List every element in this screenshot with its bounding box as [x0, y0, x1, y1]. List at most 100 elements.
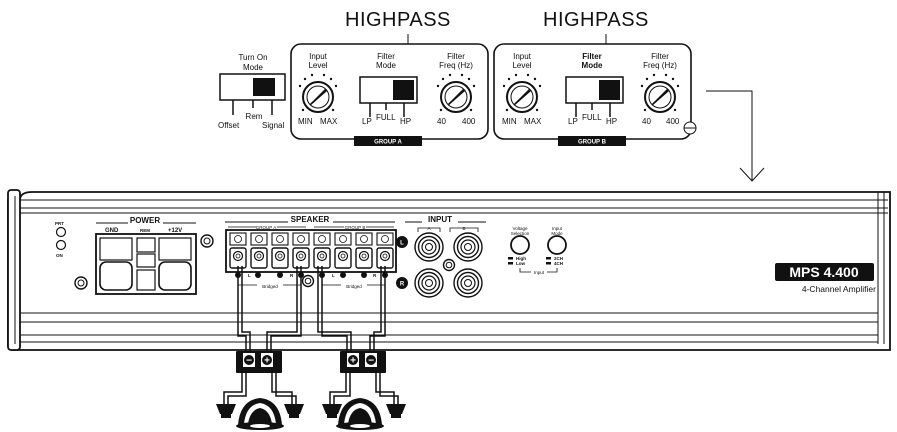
- 4ch-label: 4CH: [554, 261, 563, 266]
- group-b-filter-freq-knob[interactable]: [640, 73, 680, 113]
- switch-knob: [253, 78, 275, 96]
- speaker-r-label: R: [290, 273, 294, 278]
- gnd-screw[interactable]: [99, 261, 133, 291]
- group-a-input-level-label-2: Level: [308, 61, 327, 70]
- model-subtitle: 4-Channel Amplifier: [802, 284, 876, 294]
- gnd-terminal[interactable]: [99, 237, 133, 261]
- group-b-filter-mode-switch[interactable]: [565, 76, 624, 117]
- group-a-hp-label: HP: [400, 117, 411, 126]
- voltage-input-mode-panel: Voltage Selection High Low Input Mode 2C…: [508, 226, 567, 275]
- group-a-max-label: MAX: [320, 117, 338, 126]
- speaker-cone-icon: [236, 398, 284, 430]
- speaker-group-b-label: GROUP B: [345, 225, 366, 230]
- chevron-down-icon: [739, 167, 765, 182]
- high-label: High: [516, 256, 526, 261]
- speaker-wiring: [237, 266, 386, 352]
- power-terminal-block: POWER GND REM +12V: [95, 216, 197, 295]
- rem-terminal[interactable]: [136, 237, 156, 253]
- power-rem-label: REM: [140, 228, 150, 233]
- input-l-badge: [396, 236, 408, 248]
- speaker-terminal-block: SPEAKER GROUP A GROUP B: [225, 215, 397, 289]
- group-a-40-label: 40: [437, 117, 446, 126]
- bridged-a-label: Bridged: [262, 284, 278, 289]
- voltage-selection-label: Voltage: [512, 226, 528, 231]
- status-leds: PRT ON: [55, 221, 67, 258]
- speaker-a-minus-label: −: [246, 356, 252, 367]
- rem-label: Rem: [246, 112, 263, 121]
- speaker-group-a-label: GROUP A: [256, 225, 276, 230]
- prt-led-icon: [55, 226, 67, 238]
- voltage-selection-label-2: Selection: [511, 231, 530, 236]
- group-a-filter-freq-label: Filter: [447, 52, 465, 61]
- on-label: ON: [56, 253, 63, 258]
- input-b-label: B: [462, 226, 465, 231]
- leader-arrow: [706, 90, 765, 182]
- group-a-min-label: MIN: [298, 117, 313, 126]
- plus12v-terminal[interactable]: [158, 237, 192, 261]
- mount-screw-left: [74, 276, 88, 290]
- 2ch-icon: [546, 257, 551, 260]
- mount-screw-input: [442, 258, 456, 272]
- speaker-b-minus-icon: [366, 355, 376, 365]
- 2ch-label: 2CH: [554, 256, 563, 261]
- voltage-selection-button[interactable]: [510, 235, 530, 255]
- group-a-filter-mode-label-2: Mode: [376, 61, 397, 70]
- group-a-tab: [354, 136, 422, 146]
- speaker-l-label: L: [248, 273, 251, 278]
- mount-screw-power: [200, 234, 214, 248]
- group-b-input-level-label-2: Level: [512, 61, 531, 70]
- gnd-label: GND: [105, 228, 119, 234]
- group-a-input-level-knob[interactable]: [298, 73, 338, 113]
- group-b-input-level-label: Input: [513, 52, 532, 61]
- on-led-icon: [55, 239, 67, 251]
- mount-screw-speaker: [301, 274, 315, 288]
- rca-b-right-jack[interactable]: [453, 268, 483, 298]
- 4ch-icon: [546, 262, 551, 265]
- power-label: POWER: [130, 216, 160, 225]
- group-a-title: GROUP A: [374, 140, 402, 146]
- speaker-r-label-b: R: [373, 273, 377, 278]
- rca-a-right-jack[interactable]: [414, 268, 444, 298]
- speaker-cone-icon: [336, 398, 384, 430]
- speaker-a: − +: [216, 351, 304, 430]
- input-l-label: L: [400, 241, 404, 247]
- plus12v-label: +12V: [168, 228, 182, 234]
- group-b-tab: [558, 136, 626, 146]
- model-badge: MPS 4.400 4-Channel Amplifier: [775, 263, 876, 294]
- low-icon: [508, 262, 513, 265]
- group-b-filter-freq-label-2: Freq (Hz): [643, 61, 677, 70]
- prt-label: PRT: [55, 221, 64, 226]
- input-r-label: R: [400, 282, 405, 288]
- turn-on-mode-switch[interactable]: Turn On Mode Rem Offset Signal: [218, 53, 286, 130]
- low-label: Low: [516, 261, 525, 266]
- group-a-panel: Input Level MIN MAX Filter Mode LP FULL …: [290, 43, 489, 146]
- input-mode-button[interactable]: [547, 235, 567, 255]
- input-mode-label-2: Mode: [551, 231, 563, 236]
- group-b-title: GROUP B: [578, 140, 607, 146]
- group-b-input-level-knob[interactable]: [502, 73, 542, 113]
- bridged-b-label: Bridged: [346, 284, 362, 289]
- highpass-label-a: HIGHPASS: [345, 9, 451, 31]
- group-a-filter-mode-switch[interactable]: [359, 76, 418, 117]
- group-b-hp-label: HP: [606, 117, 617, 126]
- group-b-min-label: MIN: [502, 117, 517, 126]
- speaker-bottom-row[interactable]: [229, 247, 394, 269]
- group-b-filter-freq-label: Filter: [651, 52, 669, 61]
- speaker-b: + −: [322, 351, 406, 430]
- group-a-filter-freq-knob[interactable]: [436, 73, 476, 113]
- group-a-full-label: FULL: [376, 113, 396, 122]
- speaker-b-minus-label: −: [368, 356, 374, 367]
- input-label: INPUT: [428, 215, 452, 224]
- rca-b-left-jack[interactable]: [453, 232, 483, 262]
- rca-a-left-jack[interactable]: [414, 232, 444, 262]
- plus12v-screw[interactable]: [158, 261, 192, 291]
- turn-on-mode-label-1: Turn On: [238, 53, 267, 62]
- group-a-filter-freq-label-2: Freq (Hz): [439, 61, 473, 70]
- group-b-filter-mode-label-2: Mode: [582, 61, 603, 70]
- speaker-a-plus-icon: [262, 355, 272, 365]
- speaker-a-plus-label: +: [264, 356, 270, 367]
- group-b-400-label: 400: [666, 117, 680, 126]
- group-a-input-level-label: Input: [309, 52, 328, 61]
- high-icon: [508, 257, 513, 260]
- highpass-label-b: HIGHPASS: [543, 9, 649, 31]
